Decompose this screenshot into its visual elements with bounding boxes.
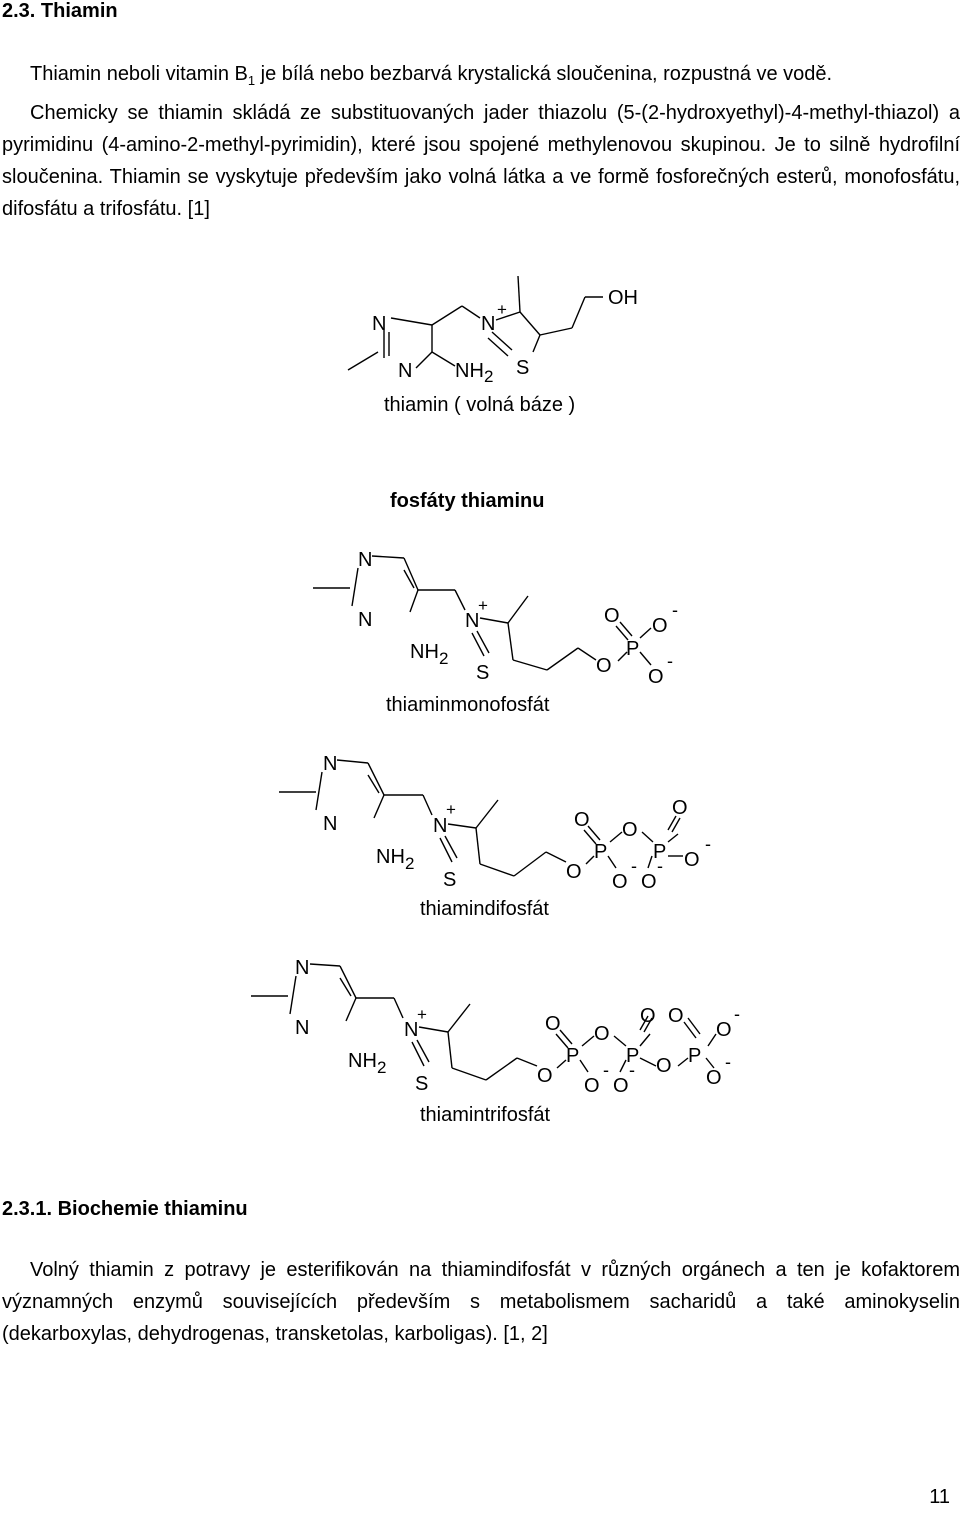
svg-text:N: N bbox=[323, 813, 337, 835]
section-heading: 2.3. Thiamin bbox=[2, 0, 118, 23]
svg-text:O: O bbox=[652, 615, 668, 637]
svg-text:N: N bbox=[404, 1019, 418, 1041]
svg-text:S: S bbox=[443, 869, 456, 891]
svg-text:N: N bbox=[358, 609, 372, 631]
svg-text:NH: NH bbox=[455, 360, 484, 382]
svg-text:OH: OH bbox=[608, 287, 638, 309]
svg-text:2: 2 bbox=[377, 1058, 386, 1077]
svg-text:O: O bbox=[545, 1013, 561, 1035]
svg-text:O: O bbox=[656, 1055, 672, 1077]
svg-text:O: O bbox=[612, 871, 628, 893]
svg-text:S: S bbox=[415, 1073, 428, 1095]
svg-text:+: + bbox=[446, 800, 456, 819]
svg-text:-: - bbox=[705, 834, 711, 854]
svg-text:P: P bbox=[594, 841, 607, 863]
svg-text:NH: NH bbox=[410, 641, 439, 663]
triphosphate-caption: thiamintrifosfát bbox=[420, 1104, 551, 1126]
svg-text:+: + bbox=[497, 300, 507, 319]
svg-text:N: N bbox=[398, 360, 412, 382]
svg-text:O: O bbox=[641, 871, 657, 893]
svg-text:O: O bbox=[594, 1023, 610, 1045]
svg-text:N: N bbox=[358, 549, 372, 571]
svg-text:NH: NH bbox=[348, 1050, 377, 1072]
thiamin-monophosphate-structure: N N NH 2 N + S O O P O - O - bbox=[313, 549, 678, 688]
svg-text:O: O bbox=[566, 861, 582, 883]
svg-text:-: - bbox=[667, 651, 673, 671]
svg-text:-: - bbox=[734, 1004, 740, 1024]
svg-text:P: P bbox=[566, 1045, 579, 1067]
thiamin-free-base-structure: N N NH 2 N + S OH bbox=[347, 275, 638, 386]
svg-text:-: - bbox=[603, 1060, 609, 1080]
free-base-caption: thiamin ( volná báze ) bbox=[384, 394, 576, 416]
thiamin-diphosphate-structure: N N NH 2 N + S O O P O O - P O O - O - bbox=[279, 753, 711, 893]
svg-text:O: O bbox=[648, 666, 664, 688]
svg-text:-: - bbox=[672, 600, 678, 620]
subsection-heading: 2.3.1. Biochemie thiaminu bbox=[2, 1198, 248, 1220]
svg-text:O: O bbox=[596, 655, 612, 677]
svg-text:O: O bbox=[668, 1005, 684, 1027]
svg-text:+: + bbox=[478, 596, 488, 615]
svg-text:NH: NH bbox=[376, 846, 405, 868]
svg-text:P: P bbox=[653, 841, 666, 863]
svg-text:N: N bbox=[481, 313, 495, 335]
svg-text:P: P bbox=[688, 1045, 701, 1067]
svg-text:O: O bbox=[574, 809, 590, 831]
svg-text:O: O bbox=[613, 1075, 629, 1097]
diphosphate-caption: thiamindifosfát bbox=[420, 898, 549, 920]
svg-text:O: O bbox=[684, 849, 700, 871]
svg-text:P: P bbox=[626, 638, 639, 660]
svg-text:O: O bbox=[537, 1065, 553, 1087]
section-title: Thiamin bbox=[40, 0, 118, 22]
biochemistry-paragraph: Volný thiamin z potravy je esterifikován… bbox=[2, 1259, 960, 1345]
monophosphate-caption: thiaminmonofosfát bbox=[386, 694, 550, 716]
thiamin-triphosphate-structure: N N NH 2 N + S O O P O O - P O O - O O P… bbox=[251, 957, 740, 1097]
svg-text:O: O bbox=[716, 1019, 732, 1041]
svg-text:N: N bbox=[323, 753, 337, 775]
svg-text:2: 2 bbox=[405, 854, 414, 873]
phosphates-title: fosfáty thiaminu bbox=[390, 490, 545, 512]
svg-text:O: O bbox=[672, 797, 688, 819]
svg-text:O: O bbox=[622, 819, 638, 841]
svg-text:-: - bbox=[657, 856, 663, 876]
svg-text:S: S bbox=[476, 662, 489, 684]
svg-text:-: - bbox=[725, 1052, 731, 1072]
svg-text:O: O bbox=[604, 605, 620, 627]
svg-text:O: O bbox=[706, 1067, 722, 1089]
section-number: 2.3. bbox=[2, 0, 36, 22]
svg-text:-: - bbox=[629, 1060, 635, 1080]
svg-text:N: N bbox=[433, 815, 447, 837]
page-number: 11 bbox=[929, 1486, 950, 1508]
svg-text:-: - bbox=[631, 856, 637, 876]
svg-text:2: 2 bbox=[439, 649, 448, 668]
intro-paragraph-2: Chemicky se thiamin skládá ze substituov… bbox=[2, 102, 960, 220]
svg-text:S: S bbox=[516, 357, 529, 379]
svg-text:N: N bbox=[295, 957, 309, 979]
svg-text:O: O bbox=[584, 1075, 600, 1097]
svg-text:+: + bbox=[417, 1005, 427, 1024]
svg-text:O: O bbox=[640, 1005, 656, 1027]
svg-text:P: P bbox=[626, 1045, 639, 1067]
intro-paragraph: Thiamin neboli vitamin B1 je bílá nebo b… bbox=[2, 63, 960, 220]
svg-text:N: N bbox=[295, 1017, 309, 1039]
svg-text:N: N bbox=[372, 313, 386, 335]
svg-text:N: N bbox=[465, 610, 479, 632]
svg-text:2: 2 bbox=[484, 367, 493, 386]
